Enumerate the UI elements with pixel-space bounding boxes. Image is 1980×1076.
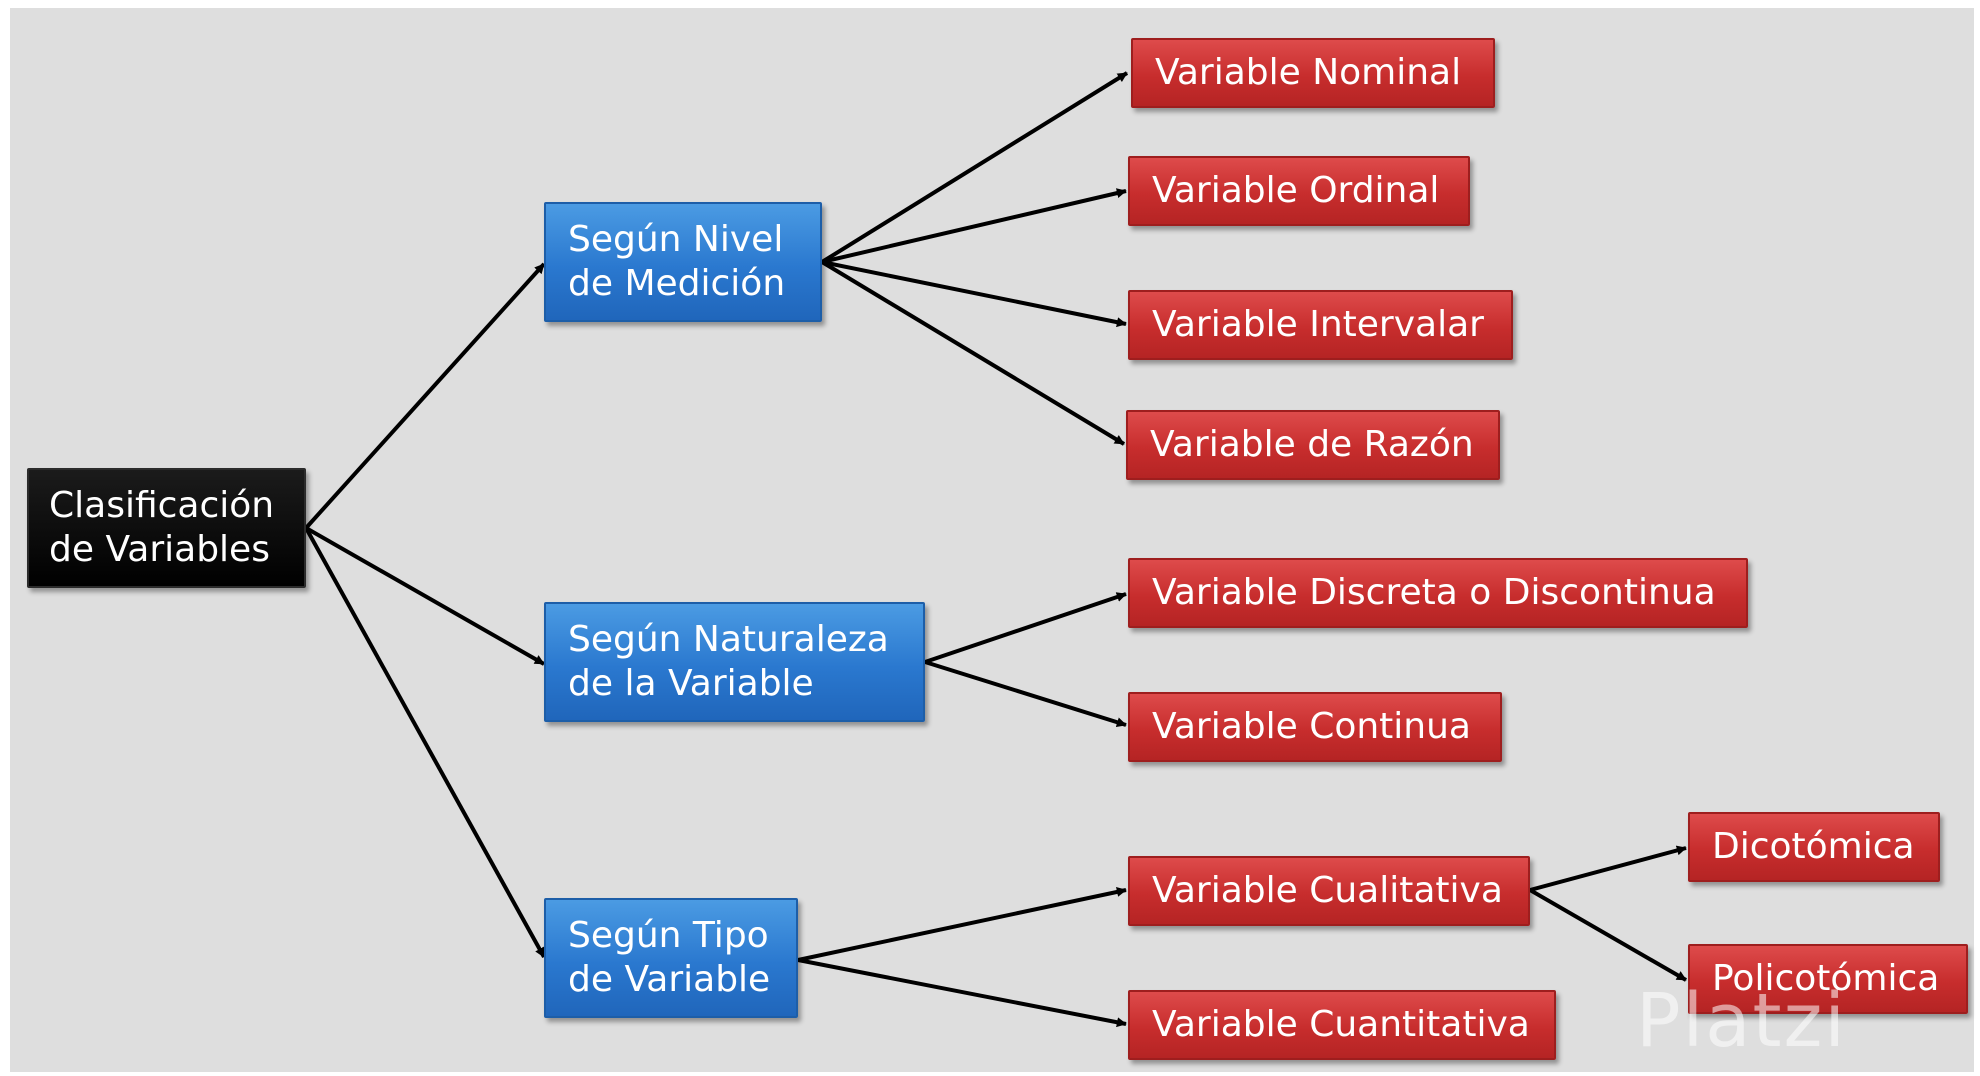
leaf-variable-discreta: Variable Discreta o Discontinua	[1128, 558, 1748, 628]
diagram-canvas	[10, 8, 1974, 1072]
arrow-root-to-naturaleza	[305, 526, 545, 666]
category-node-tipo: Según Tipo de Variable	[544, 898, 798, 1018]
category-naturaleza-line-1: Según Naturaleza	[568, 619, 889, 661]
leaf-label: Variable Cualitativa	[1152, 870, 1503, 912]
leaf-policotomica: Policotómica	[1688, 944, 1968, 1014]
leaf-variable-de-razon: Variable de Razón	[1126, 410, 1500, 480]
leaf-variable-intervalar: Variable Intervalar	[1128, 290, 1513, 360]
leaf-label: Variable Intervalar	[1152, 304, 1484, 346]
category-tipo-line-2: de Variable	[568, 959, 771, 1000]
category-node-nivel-medicion: Según Nivel de Medición	[544, 202, 822, 322]
category-node-naturaleza: Según Naturaleza de la Variable	[544, 602, 925, 722]
arrow-naturaleza-to-discreta	[924, 592, 1127, 664]
leaf-label: Variable Cuantitativa	[1152, 1004, 1530, 1046]
arrow-root-to-nivel	[304, 262, 546, 530]
leaf-variable-cualitativa: Variable Cualitativa	[1128, 856, 1530, 926]
leaf-variable-nominal: Variable Nominal	[1131, 38, 1495, 108]
category-nivel-line-2: de Medición	[568, 263, 786, 304]
leaf-dicotomica: Dicotómica	[1688, 812, 1940, 882]
arrow-tipo-to-cuantitativa	[797, 958, 1127, 1028]
leaf-label: Variable Continua	[1152, 706, 1471, 748]
arrow-cualitativa-to-dicotomica	[1529, 845, 1687, 892]
arrow-nivel-to-intervalar	[821, 260, 1127, 328]
category-tipo-line-1: Según Tipo	[568, 915, 769, 957]
arrow-nivel-to-nominal	[820, 71, 1129, 264]
arrow-root-to-tipo	[304, 527, 546, 958]
arrow-cualitativa-to-policotomica	[1529, 888, 1687, 982]
root-node-line-2: de Variables	[49, 529, 270, 570]
arrow-tipo-to-cualitativa	[797, 887, 1127, 962]
leaf-label: Policotómica	[1712, 958, 1940, 1000]
leaf-label: Variable Discreta o Discontinua	[1152, 572, 1716, 614]
category-naturaleza-line-2: de la Variable	[568, 663, 814, 704]
leaf-variable-cuantitativa: Variable Cuantitativa	[1128, 990, 1556, 1060]
arrow-naturaleza-to-continua	[924, 660, 1127, 728]
arrow-nivel-to-ordinal	[821, 188, 1127, 264]
leaf-label: Variable Ordinal	[1152, 170, 1440, 212]
leaf-variable-ordinal: Variable Ordinal	[1128, 156, 1470, 226]
leaf-label: Dicotómica	[1712, 826, 1915, 868]
leaf-variable-continua: Variable Continua	[1128, 692, 1502, 762]
platzi-watermark-logo: Platzi	[1636, 978, 1847, 1064]
root-node-line-1: Clasificación	[49, 485, 275, 527]
leaf-label: Variable Nominal	[1155, 52, 1462, 94]
category-nivel-line-1: Según Nivel	[568, 219, 784, 261]
root-node-clasificacion: Clasificación de Variables	[27, 468, 306, 588]
leaf-label: Variable de Razón	[1150, 424, 1474, 466]
arrow-nivel-to-razon	[820, 260, 1126, 446]
